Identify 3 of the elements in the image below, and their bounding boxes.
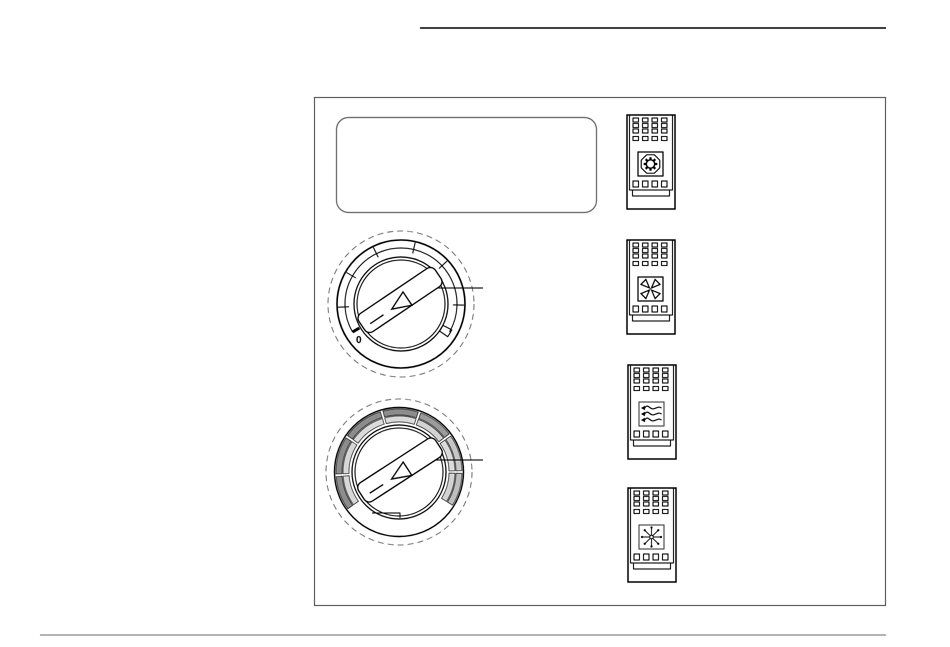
dial-knob <box>355 264 445 336</box>
dial-knob <box>354 435 446 505</box>
dial-scale-number: 0 <box>356 336 362 346</box>
